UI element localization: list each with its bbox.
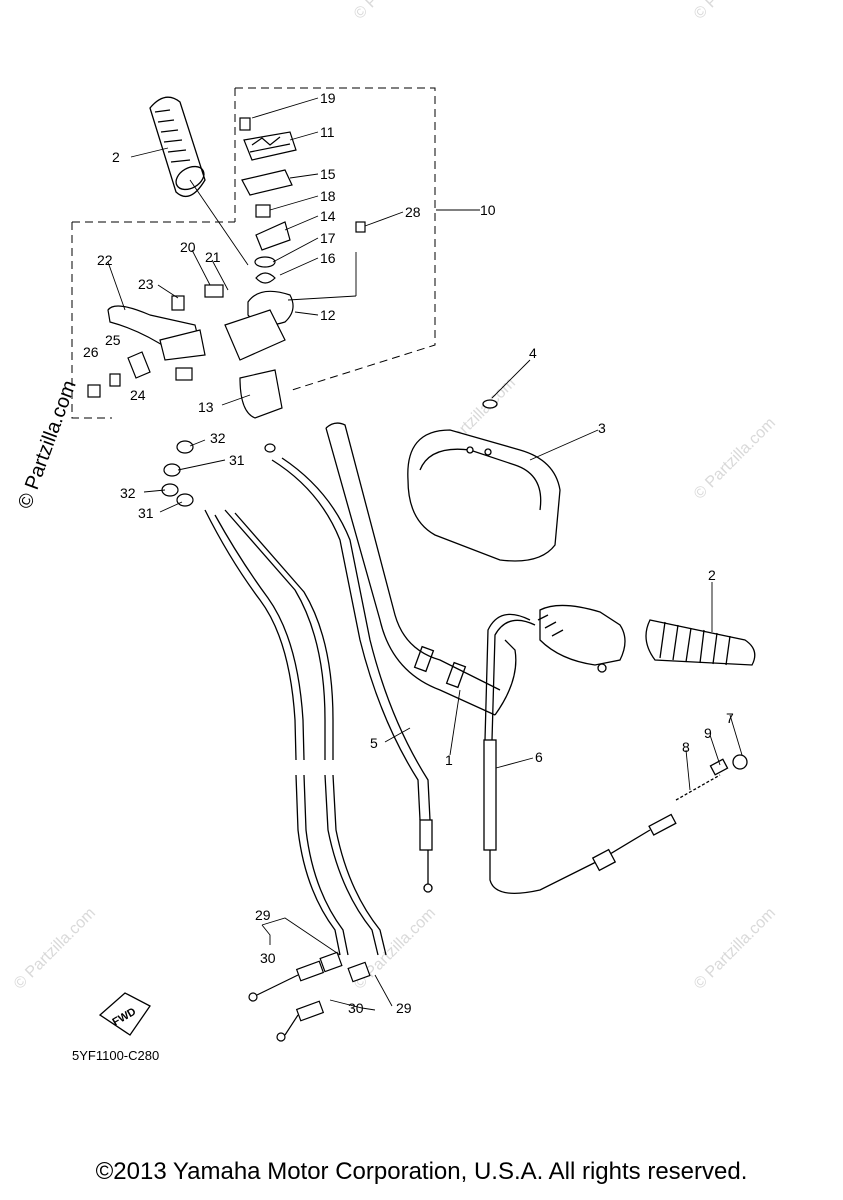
watermark: © Partzilla.com [351, 0, 439, 23]
throttle-parts [239, 117, 366, 326]
label-31: 31 [229, 452, 245, 468]
label-30: 30 [348, 1000, 364, 1016]
label-20: 20 [180, 239, 196, 255]
label-30: 30 [260, 950, 276, 966]
handlebar-pad [407, 399, 561, 562]
label-28: 28 [405, 204, 421, 220]
label-23: 23 [138, 276, 154, 292]
leader-lines [107, 97, 743, 1011]
label-29: 29 [396, 1000, 412, 1016]
label-3: 3 [598, 420, 606, 436]
label-1: 1 [445, 752, 453, 768]
assembly-outlines [71, 87, 436, 419]
left-grip [149, 96, 206, 198]
watermark: © Partzilla.com [691, 905, 779, 993]
label-17: 17 [320, 230, 336, 246]
handlebar [325, 422, 517, 716]
brake-cables [204, 509, 387, 956]
cable-ends [248, 951, 371, 1042]
label-12: 12 [320, 307, 336, 323]
copyright-notice: ©2013 Yamaha Motor Corporation, U.S.A. A… [95, 1158, 748, 1185]
label-16: 16 [320, 250, 336, 266]
side-watermark: © Partzilla.com [14, 378, 81, 512]
label-31: 31 [138, 505, 154, 521]
right-grip [537, 604, 756, 673]
throttle-cable [271, 457, 433, 893]
label-25: 25 [105, 332, 121, 348]
watermark: © Partzilla.com [11, 905, 99, 993]
label-13: 13 [198, 399, 214, 415]
label-32: 32 [120, 485, 136, 501]
label-26: 26 [83, 344, 99, 360]
part-code: 5YF1100-C280 [72, 1048, 159, 1063]
label-11: 11 [320, 124, 335, 140]
label-10: 10 [480, 202, 496, 218]
label-15: 15 [320, 166, 336, 182]
label-8: 8 [682, 739, 690, 755]
label-24: 24 [130, 387, 146, 403]
watermark: © Partzilla.com [691, 415, 779, 503]
fwd-arrow: FWD [98, 992, 151, 1036]
watermark: © Partzilla.com [691, 0, 779, 23]
label-21: 21 [205, 249, 221, 265]
label-4: 4 [529, 345, 537, 361]
label-2: 2 [708, 567, 716, 583]
label-32: 32 [210, 430, 226, 446]
label-2: 2 [112, 149, 120, 165]
part-labels: 1 2 2 3 4 5 6 7 8 9 10 11 12 13 14 15 16… [83, 90, 734, 1016]
label-7: 7 [726, 710, 734, 726]
brake-lever-assembly [87, 284, 286, 419]
label-14: 14 [320, 208, 336, 224]
label-22: 22 [97, 252, 113, 268]
label-6: 6 [535, 749, 543, 765]
clutch-cable [483, 613, 748, 894]
watermark: © Partzilla.com [351, 905, 439, 993]
label-5: 5 [370, 735, 378, 751]
label-19: 19 [320, 90, 336, 106]
label-9: 9 [704, 725, 712, 741]
label-29: 29 [255, 907, 271, 923]
label-18: 18 [320, 188, 336, 204]
cable-nuts [161, 440, 276, 507]
